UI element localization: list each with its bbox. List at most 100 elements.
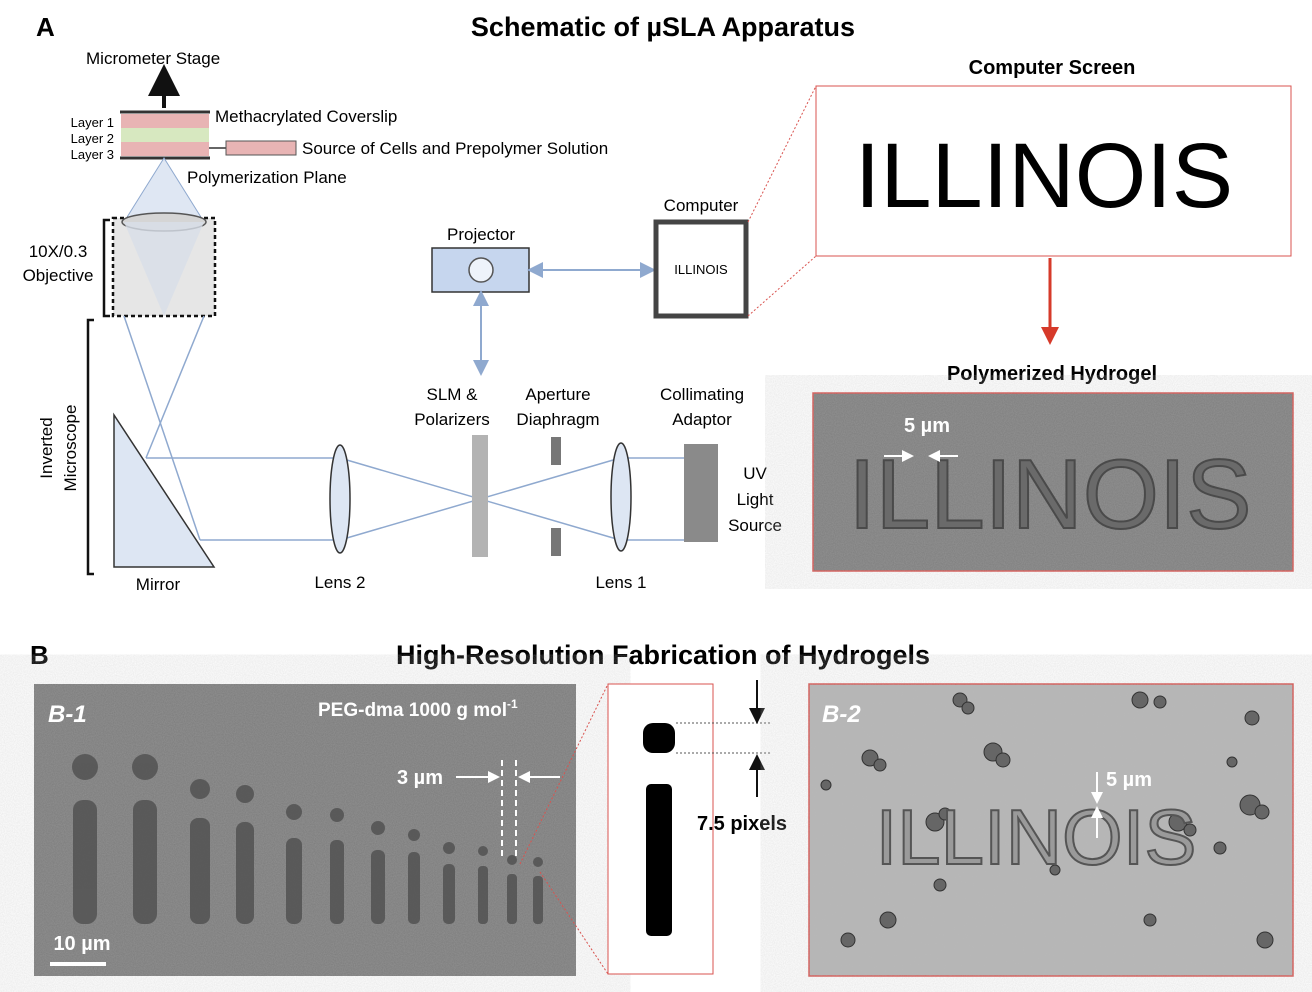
panel-b-title: High-Resolution Fabrication of Hydrogels (396, 640, 930, 670)
cell-cluster (879, 911, 897, 929)
b1-stem (286, 838, 302, 924)
hydrogel-noise (813, 393, 1293, 571)
b1-dot (533, 857, 543, 867)
cell-cluster (1131, 691, 1149, 709)
layer-2 (121, 128, 209, 142)
b1-letters (72, 754, 543, 924)
b1-stem (507, 874, 517, 924)
zoom-i-dot (643, 723, 675, 753)
collimating-label-2: Adaptor (672, 410, 732, 429)
zoom-line (539, 871, 609, 975)
layer-3-label: Layer 3 (71, 147, 114, 162)
panel-a-title: Schematic of µSLA Apparatus (471, 12, 855, 42)
b1-stem (478, 866, 488, 924)
polymerization-plane-label: Polymerization Plane (187, 168, 347, 187)
layer-3 (121, 142, 209, 156)
big-screen-text: ILLINOIS (855, 125, 1233, 227)
zoom-line (519, 683, 609, 865)
panel-b-letter: B (30, 640, 49, 670)
cell-cluster (1213, 841, 1227, 855)
cell-cluster (1244, 710, 1260, 726)
uv-label-3: Source (728, 516, 782, 535)
cell-cluster (961, 701, 975, 715)
b1-dot (330, 808, 344, 822)
cell-cluster (1153, 695, 1167, 709)
source-reservoir (225, 140, 297, 156)
b1-dot (132, 754, 158, 780)
b1-material: PEG-dma 1000 g mol-1 (318, 697, 518, 721)
micrometer-stage-label: Micrometer Stage (86, 49, 220, 68)
b1-dot (408, 829, 420, 841)
b1-stem (190, 818, 210, 924)
computer-screen-enlarged (815, 85, 1292, 257)
coverslip-label: Methacrylated Coverslip (215, 107, 397, 126)
slm-label-1: SLM & (426, 385, 478, 404)
cell-cluster (861, 749, 879, 767)
b2-text: ILLINOIS (876, 793, 1197, 881)
layer-1-label: Layer 1 (71, 115, 114, 130)
cell-cluster (1143, 913, 1157, 927)
b1-dot (236, 785, 254, 803)
objective-inner-cone (124, 222, 204, 316)
b1-width-label: 3 µm (397, 767, 443, 789)
cell-cluster (820, 779, 832, 791)
b1-stem (330, 840, 344, 924)
computer-label: Computer (664, 196, 739, 215)
beam-line (145, 315, 205, 459)
lens-2 (329, 444, 351, 554)
aperture-label-2: Diaphragm (516, 410, 599, 429)
zoom-i-stem (646, 784, 672, 936)
collimating-label-1: Collimating (660, 385, 744, 404)
cell-cluster (873, 758, 887, 772)
cell-cluster (925, 812, 945, 832)
computer-screen-text: ILLINOIS (674, 262, 728, 277)
b1-dot (190, 779, 210, 799)
cell-cluster (840, 932, 856, 948)
pixels-label: 7.5 pixels (697, 813, 787, 835)
projector-label: Projector (447, 225, 515, 244)
b1-noise (34, 684, 576, 976)
cell-cluster (995, 752, 1011, 768)
b1-stem (443, 864, 455, 924)
b1-dot (478, 846, 488, 856)
b2-cells (820, 691, 1274, 949)
cell-cluster (1254, 804, 1270, 820)
cell-cluster (1168, 812, 1188, 832)
b1-dot (72, 754, 98, 780)
aperture-label-1: Aperture (525, 385, 590, 404)
zoom-line (747, 255, 817, 317)
beam-line (123, 315, 201, 541)
microscope-bracket (86, 318, 94, 576)
computer-monitor (653, 219, 749, 319)
b1-scale-bar (50, 962, 106, 966)
cell-cluster (938, 807, 952, 821)
cell-cluster (1183, 823, 1197, 837)
b2-scale-label: 5 µm (1106, 769, 1152, 791)
projector-lens (468, 257, 494, 283)
layer-1 (121, 114, 209, 128)
mirror-label: Mirror (136, 575, 181, 594)
lens-2-label: Lens 2 (314, 573, 365, 592)
zoom-line (747, 85, 817, 223)
b1-dot (507, 855, 517, 865)
b2-label: B-2 (822, 701, 861, 728)
cell-cluster (933, 878, 947, 892)
mirror (113, 412, 216, 568)
b1-stem (73, 800, 97, 924)
b1-dot (443, 842, 455, 854)
source-label: Source of Cells and Prepolymer Solution (302, 139, 608, 158)
b1-scale-label: 10 µm (53, 933, 110, 955)
b1-label: B-1 (48, 701, 87, 728)
b1-stem (408, 852, 420, 924)
uv-label-1: UV (743, 464, 767, 483)
computer-screen-title: Computer Screen (969, 57, 1136, 79)
microscope-label-1: Inverted (37, 417, 56, 478)
lens-1 (610, 442, 632, 552)
cell-cluster (1226, 756, 1238, 768)
b1-dot (286, 804, 302, 820)
b1-stem (236, 822, 254, 924)
objective-label-2: Objective (23, 266, 94, 285)
b1-stem (533, 876, 543, 924)
microscope-label-2: Microscope (61, 405, 80, 492)
